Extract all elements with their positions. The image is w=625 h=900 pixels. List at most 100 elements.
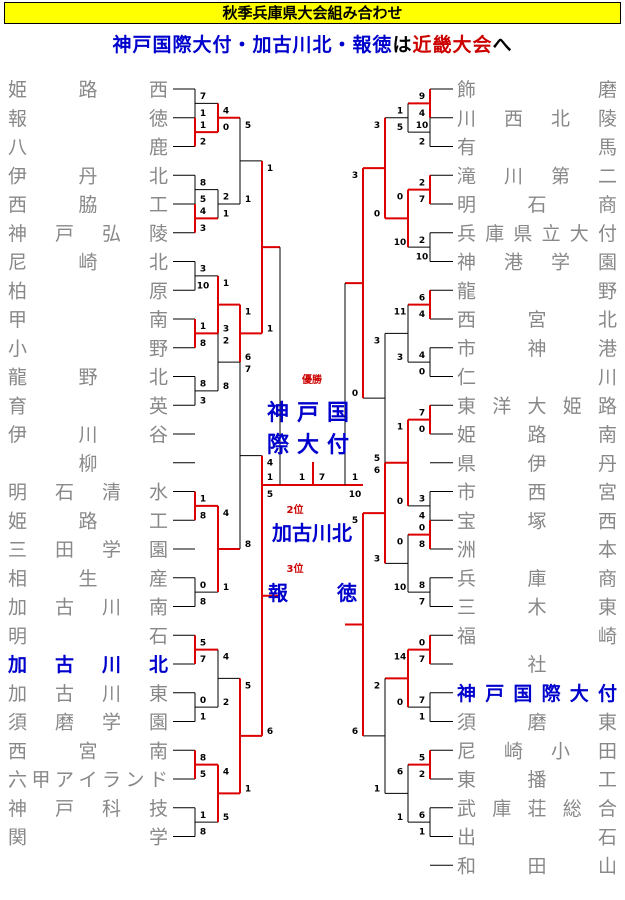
team-name-char: 石 — [598, 827, 617, 849]
right-r1-match-6-score-top: 4 — [419, 351, 425, 361]
left-r2-match-6-score-top: 4 — [223, 653, 229, 663]
team-name-char: 川 — [102, 683, 121, 705]
team-name-char: 宮 — [528, 309, 547, 331]
team-name-char: 県 — [513, 223, 532, 245]
team-name-char: 清 — [102, 482, 121, 504]
team-name-char: 産 — [149, 568, 168, 590]
right-team-24: 尼崎小田 — [457, 740, 617, 762]
team-name-char: ド — [149, 769, 168, 791]
team-name-char: 西 — [528, 482, 547, 504]
left-r1-match-6-score-top: 1 — [200, 322, 206, 332]
team-name-char: ラ — [102, 769, 121, 791]
team-name-char: 東 — [457, 769, 476, 791]
team-name-char: 技 — [149, 798, 168, 820]
right-team-17: 洲本 — [457, 539, 617, 561]
champion-label: 優勝 — [301, 373, 323, 386]
team-name-char: 加 — [8, 597, 27, 619]
team-name-char: 武 — [457, 798, 476, 820]
team-name-char: 八 — [8, 137, 27, 159]
left-team-25: 六甲アイランド — [8, 769, 168, 791]
team-name-char: 路 — [598, 395, 617, 417]
team-name-char: 付 — [598, 682, 617, 705]
right-r2-match-4-score-top: 1 — [397, 423, 403, 433]
left-r4-match-1-score-bottom: 1 — [267, 324, 273, 334]
team-name-char: 川 — [101, 654, 121, 676]
team-name-char: 陵 — [598, 108, 617, 130]
right-team-2: 川西北陵 — [457, 108, 617, 130]
right-r3-match-4-score-top: 2 — [374, 681, 380, 691]
right-team-6: 兵庫県立大付 — [457, 223, 617, 245]
team-name-char: 崎 — [504, 740, 523, 762]
team-name-char: 園 — [598, 252, 617, 274]
left-r3-match-4-score-bottom: 1 — [245, 784, 251, 794]
team-name-char: 戸 — [485, 683, 504, 705]
team-name-char: 南 — [149, 740, 168, 762]
left-r1-match-4-score-top: 4 — [200, 207, 206, 217]
right-r1-match-8-score-bottom: 4 — [419, 511, 425, 521]
right-r1-match-14-score-bottom: 1 — [419, 828, 425, 838]
left-r1-match-10-score-top: 5 — [200, 638, 206, 648]
team-name-char: 谷 — [149, 424, 168, 446]
right-team-23: 須磨東 — [457, 712, 617, 734]
left-team-10: 小野 — [8, 338, 168, 360]
team-name-char: 港 — [598, 338, 617, 360]
team-name-char: 市 — [457, 338, 476, 360]
team-name-char: 小 — [551, 740, 570, 762]
team-name-char: 木 — [528, 597, 547, 619]
team-name-char: 庫 — [528, 568, 547, 590]
team-name-char: 洋 — [492, 395, 511, 417]
left-r3-match-2-score-top: 1 — [245, 308, 251, 318]
third-name-char-2: 徳 — [336, 581, 357, 605]
right-r2-match-1-score-bottom: 5 — [397, 123, 403, 133]
second-label: 2位 — [287, 503, 304, 516]
right-r3-match-1-score-bottom: 0 — [374, 209, 380, 219]
right-team-14: 県伊丹 — [457, 453, 617, 475]
team-name-char: 水 — [149, 482, 168, 504]
right-r1-match-4-score-bottom: 10 — [416, 253, 429, 263]
team-name-char: 西 — [149, 79, 168, 101]
team-name-char: 神 — [8, 798, 27, 820]
team-name-char: 南 — [149, 309, 168, 331]
right-r4-match-2-score-bottom: 6 — [352, 727, 358, 737]
right-r2-match-2-score-bottom: 10 — [394, 238, 407, 248]
team-name-char: 西 — [8, 740, 27, 762]
team-name-char: 育 — [8, 395, 27, 417]
left-team-6: 神戸弘陵 — [8, 223, 168, 245]
team-name-char: 庫 — [492, 798, 511, 820]
team-name-char: 合 — [598, 798, 617, 820]
team-name-char: 北 — [551, 108, 570, 130]
team-name-char: 東 — [598, 597, 617, 619]
left-r3-match-4-score-top: 5 — [245, 681, 251, 691]
team-name-char: 学 — [551, 252, 570, 274]
team-name-char: 伊 — [8, 424, 27, 446]
team-name-char: 学 — [102, 539, 121, 561]
right-team-21: 社 — [528, 654, 547, 676]
team-name-char: 路 — [79, 79, 98, 101]
team-name-char: 西 — [504, 108, 523, 130]
team-name-char: 古 — [55, 683, 74, 705]
left-team-15: 明石清水 — [8, 482, 168, 504]
left-r1-match-7-score-bottom: 3 — [200, 396, 206, 406]
team-name-char: 崎 — [598, 625, 617, 647]
team-name-char: 二 — [598, 165, 617, 187]
team-name-char: 陵 — [149, 223, 168, 245]
right-r1-match-13-score-top: 5 — [419, 753, 425, 763]
team-name-char: ア — [55, 769, 74, 791]
right-team-27: 出石 — [457, 827, 617, 849]
right-r1-match-7-score-top: 7 — [419, 408, 425, 418]
left-r1-match-12-score-bottom: 5 — [200, 770, 206, 780]
team-name-char: 園 — [149, 712, 168, 734]
team-name-char: 北 — [149, 367, 168, 389]
team-name-char: 加 — [8, 683, 27, 705]
team-name-char: 生 — [79, 568, 98, 590]
left-r1-match-13-score-top: 1 — [200, 811, 206, 821]
team-name-char: 姫 — [457, 424, 476, 446]
team-name-char: 石 — [528, 194, 547, 216]
right-team-10: 市神港 — [457, 338, 617, 360]
left-team-16: 姫路工 — [8, 510, 168, 532]
right-team-3: 有馬 — [457, 137, 617, 159]
subtitle: 神戸国際大付・加古川北・報徳は近畿大会へ — [0, 32, 625, 58]
team-name-char: 馬 — [598, 137, 617, 159]
right-r2-match-6-score-top: 14 — [394, 653, 407, 663]
team-name-char: 飾 — [457, 79, 476, 101]
